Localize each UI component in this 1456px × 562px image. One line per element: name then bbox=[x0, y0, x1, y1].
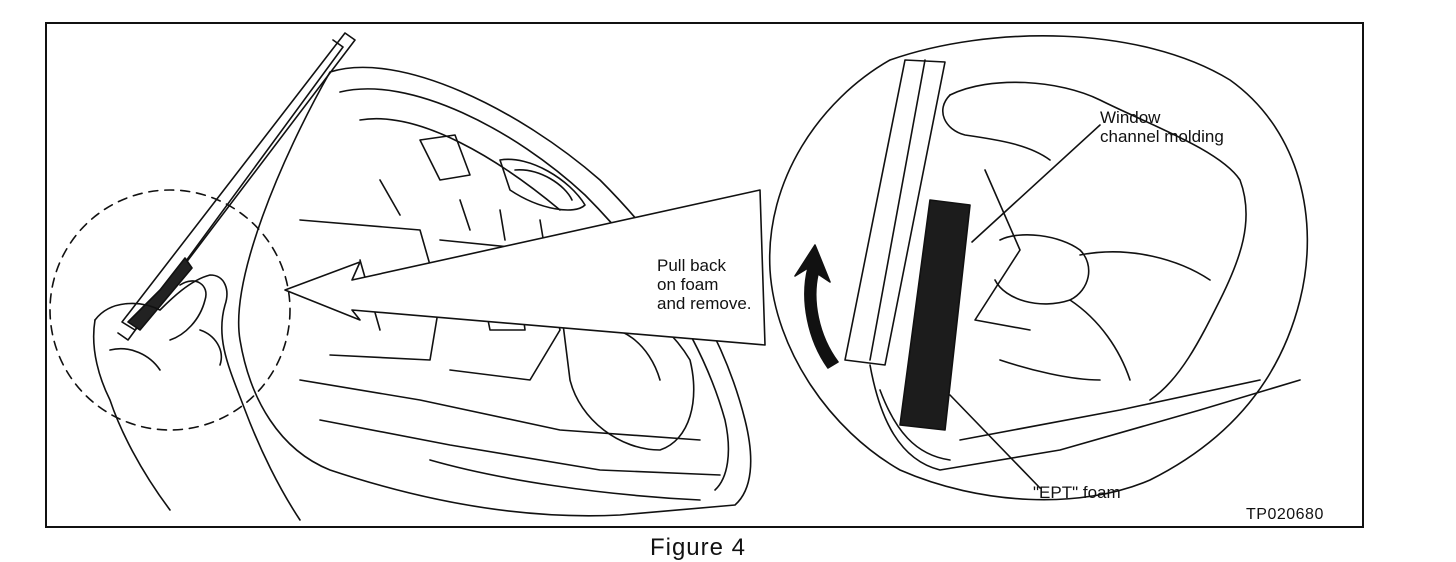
callout-window-channel-molding: Window channel molding bbox=[1100, 108, 1224, 146]
callout-ept-foam: "EPT" foam bbox=[1033, 483, 1121, 502]
leader-ept-foam bbox=[949, 394, 1041, 489]
leader-window-channel bbox=[971, 124, 1101, 243]
magnify-pointer-arrow-icon bbox=[284, 189, 766, 346]
figure-caption-text: Figure 4 bbox=[649, 534, 747, 561]
curved-arrow-icon bbox=[794, 244, 839, 369]
ept-foam-strip bbox=[899, 199, 971, 431]
hands bbox=[92, 274, 301, 521]
door-panel bbox=[238, 66, 752, 517]
callout-pull-back: Pull back on foam and remove. bbox=[657, 256, 752, 313]
figure-code: TP020680 bbox=[1246, 506, 1324, 523]
magnified-detail bbox=[768, 35, 1309, 501]
detail-circle bbox=[49, 189, 291, 431]
window-channel-strip bbox=[117, 32, 356, 341]
figure-caption: Figure 4 bbox=[0, 535, 1456, 561]
